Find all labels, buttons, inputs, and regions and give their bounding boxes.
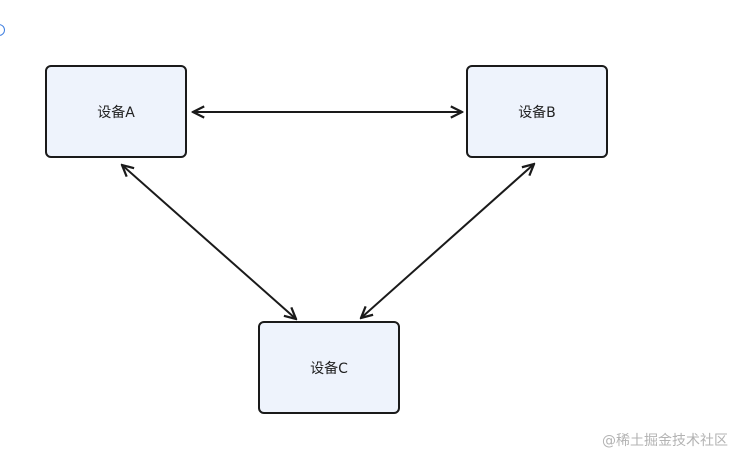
watermark: @稀土掘金技术社区 — [602, 433, 728, 449]
edge-b-c — [361, 164, 534, 318]
node-device-c: 设备C — [258, 321, 400, 414]
node-device-b: 设备B — [466, 65, 608, 158]
node-label: 设备A — [97, 104, 135, 121]
node-label: 设备B — [518, 104, 556, 121]
node-device-a: 设备A — [45, 65, 187, 158]
node-label: 设备C — [310, 360, 348, 377]
edge-a-c — [122, 165, 296, 319]
